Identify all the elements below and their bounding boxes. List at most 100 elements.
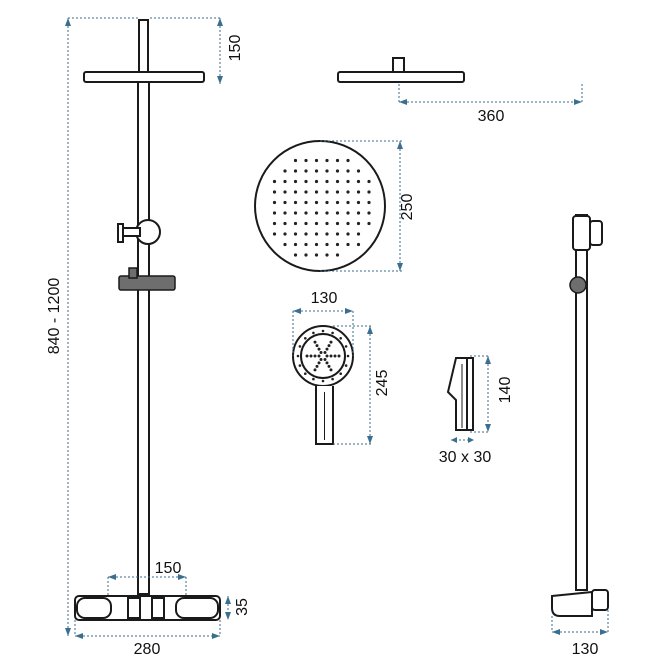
side-gooseneck-inner bbox=[395, 15, 585, 220]
nozzle-dot bbox=[272, 179, 277, 184]
nozzle-dot bbox=[325, 221, 329, 226]
nozzle-dot bbox=[356, 190, 361, 194]
hand-nozzle-dot bbox=[327, 344, 331, 348]
nozzle-dot bbox=[325, 211, 329, 215]
nozzle-dot bbox=[335, 211, 340, 215]
front-valve-right-handle bbox=[175, 597, 219, 619]
nozzle-dot bbox=[314, 221, 319, 226]
nozzle-dot bbox=[314, 232, 319, 236]
hand-nozzle-dot bbox=[317, 361, 321, 365]
nozzle-dot bbox=[325, 232, 329, 236]
valve-height-label: 35 bbox=[234, 598, 251, 616]
front-shower-head bbox=[83, 71, 205, 83]
nozzle-dot bbox=[335, 200, 340, 205]
nozzle-dot bbox=[367, 211, 371, 215]
side-head-connector bbox=[392, 57, 405, 73]
nozzle-dot bbox=[304, 232, 308, 236]
hand-shower-length-label: 245 bbox=[374, 370, 391, 397]
nozzle-dot bbox=[335, 253, 340, 257]
hand-rim-nozzle-dot bbox=[344, 345, 348, 348]
nozzle-dot bbox=[283, 242, 287, 247]
nozzle-dot bbox=[314, 179, 319, 184]
hand-nozzle-dot bbox=[319, 358, 323, 361]
head-top-view bbox=[254, 140, 386, 272]
nozzle-dot bbox=[293, 253, 298, 257]
side-diverter-body bbox=[572, 215, 591, 251]
side-view bbox=[337, 15, 609, 617]
nozzle-dot bbox=[304, 179, 308, 184]
hand-nozzle-dot bbox=[305, 354, 309, 358]
hand-nozzle-dot bbox=[337, 354, 341, 358]
nozzle-dot bbox=[293, 232, 298, 236]
hand-nozzle-dot bbox=[313, 340, 317, 344]
hand-nozzle-dot bbox=[319, 351, 323, 354]
nozzle-dot bbox=[346, 211, 350, 215]
nozzle-dot bbox=[293, 158, 298, 163]
nozzle-dot bbox=[293, 190, 298, 194]
front-view bbox=[74, 19, 221, 621]
nozzle-dot bbox=[325, 253, 329, 257]
nozzle-dot bbox=[335, 221, 340, 226]
holder-section-label: 30 x 30 bbox=[439, 449, 492, 466]
nozzle-dot bbox=[325, 169, 329, 173]
nozzle-dot bbox=[283, 190, 287, 194]
nozzle-dot bbox=[283, 179, 287, 184]
nozzle-dot bbox=[325, 158, 329, 163]
hand-rim-nozzle-dot bbox=[321, 329, 325, 333]
hand-rim-nozzle-dot bbox=[344, 364, 348, 367]
nozzle-dot bbox=[304, 200, 308, 205]
side-shower-head bbox=[337, 71, 465, 83]
nozzle-dot bbox=[304, 211, 308, 215]
hand-nozzle-dot bbox=[329, 368, 333, 372]
front-dimensions bbox=[65, 17, 231, 639]
nozzle-dot bbox=[346, 169, 350, 173]
nozzle-dot bbox=[314, 253, 319, 257]
nozzle-dot bbox=[346, 232, 350, 236]
hand-nozzle-dot bbox=[313, 368, 317, 372]
nozzle-dot bbox=[346, 158, 350, 163]
front-shelf bbox=[118, 275, 176, 291]
nozzle-dot bbox=[272, 190, 277, 194]
nozzle-dot bbox=[272, 211, 277, 215]
nozzle-dot bbox=[283, 232, 287, 236]
nozzle-dot bbox=[335, 179, 340, 184]
front-shelf-clip bbox=[128, 267, 138, 279]
hand-rim-nozzle-dot bbox=[298, 345, 302, 348]
nozzle-dot bbox=[325, 200, 329, 205]
nozzle-dot bbox=[293, 179, 298, 184]
hand-rim-nozzle-dot bbox=[321, 379, 325, 383]
holder-height-label: 140 bbox=[497, 377, 514, 404]
hand-nozzle-dot bbox=[325, 361, 329, 365]
nozzle-dot bbox=[356, 211, 361, 215]
nozzle-dot bbox=[367, 179, 371, 184]
nozzle-dot bbox=[304, 242, 308, 247]
hand-rim-nozzle-dot bbox=[312, 331, 315, 335]
nozzle-dot bbox=[304, 190, 308, 194]
hand-nozzle-dot bbox=[317, 347, 321, 351]
nozzle-dot bbox=[335, 158, 340, 163]
hand-nozzle-dot bbox=[333, 354, 337, 358]
hand-rim-nozzle-dot bbox=[339, 372, 343, 376]
head-diameter-label: 250 bbox=[399, 194, 416, 221]
front-column bbox=[137, 81, 150, 595]
front-valve-center-left bbox=[127, 597, 141, 619]
nozzle-dot bbox=[325, 242, 329, 247]
head-dimensions bbox=[320, 140, 403, 272]
hand-rim-nozzle-dot bbox=[331, 331, 334, 335]
hand-rim-nozzle-dot bbox=[331, 377, 334, 381]
side-valve-body bbox=[551, 590, 593, 617]
nozzle-dot bbox=[346, 242, 350, 247]
hand-nozzle-dot bbox=[315, 364, 319, 368]
holder-base bbox=[466, 357, 474, 431]
side-wall-elbow bbox=[591, 589, 609, 611]
front-diverter-knob-cap bbox=[117, 223, 124, 243]
hand-rim-nozzle-dot bbox=[312, 377, 315, 381]
hand-nozzle-dot bbox=[329, 354, 333, 358]
nozzle-dot bbox=[272, 232, 277, 236]
nozzle-dot bbox=[314, 169, 319, 173]
nozzle-dot bbox=[356, 221, 361, 226]
nozzle-dot bbox=[356, 169, 361, 173]
nozzle-dot bbox=[346, 179, 350, 184]
side-dimensions bbox=[398, 84, 609, 635]
hand-nozzle-dot bbox=[315, 344, 319, 348]
